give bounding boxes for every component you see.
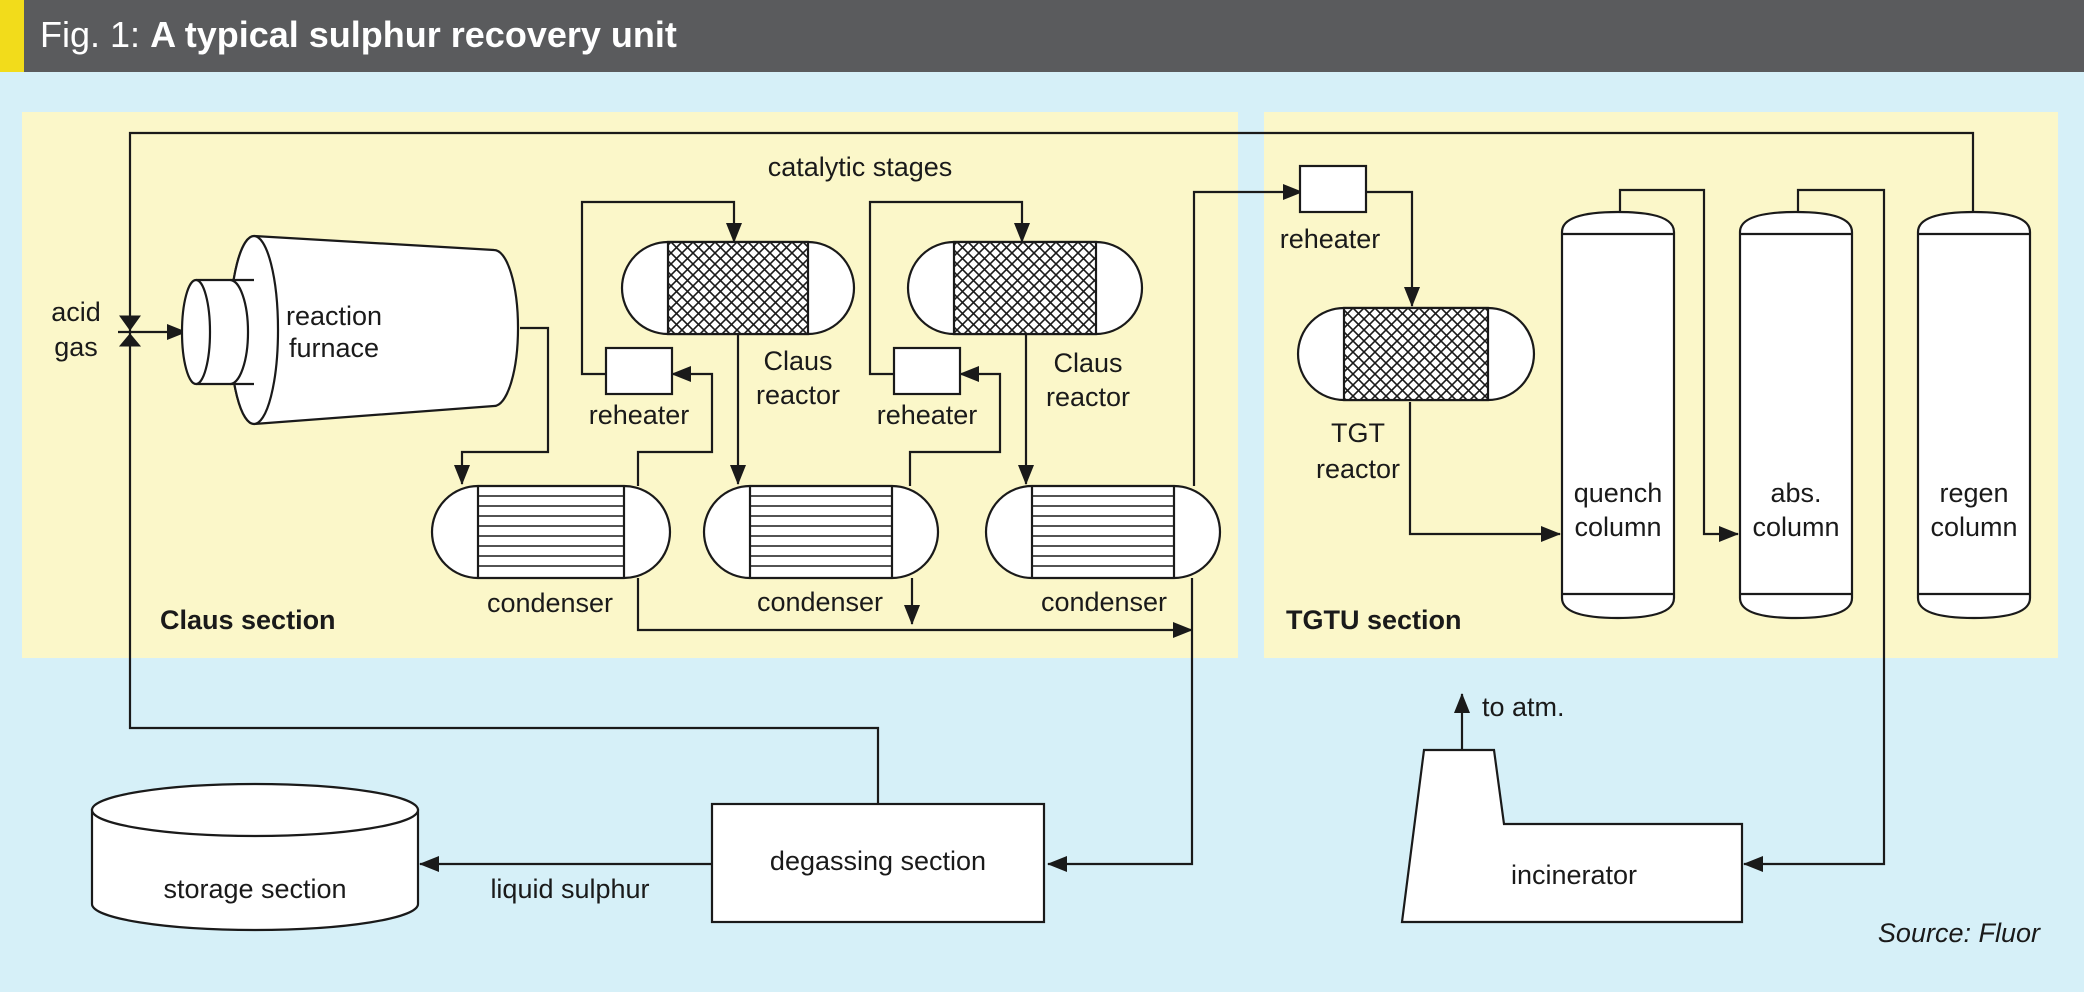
condenser-3-label: condenser xyxy=(1041,587,1167,617)
figure-title-main: A typical sulphur recovery unit xyxy=(150,14,677,55)
tgt-reactor xyxy=(1296,306,1536,402)
furnace-to-condenser-line xyxy=(454,326,550,485)
header-accent-bar xyxy=(0,0,24,72)
liquid-sulphur-label: liquid sulphur xyxy=(490,874,649,904)
mixing-valve-icon xyxy=(118,315,142,347)
tgt-reheater-to-reactor-line xyxy=(1366,190,1420,307)
storage-tank xyxy=(90,782,420,932)
abs-column xyxy=(1738,210,1854,620)
reheater-2 xyxy=(892,346,962,396)
figure-title: Fig. 1: A typical sulphur recovery unit xyxy=(40,14,677,56)
abs-column-label: abs.column xyxy=(1752,478,1839,542)
collection-to-degassing-line xyxy=(1047,578,1194,872)
degassing-section-box xyxy=(710,802,1046,924)
reheater2-to-reactor2-line xyxy=(868,200,1030,376)
reheater-3 xyxy=(1298,164,1368,214)
quench-column xyxy=(1560,210,1676,620)
reheater-3-label: reheater xyxy=(1280,224,1381,254)
sulphur-collection-line xyxy=(636,578,1193,638)
catalytic-stages-label: catalytic stages xyxy=(768,152,953,182)
storage-section-label: storage section xyxy=(163,874,346,904)
tgt-reactor-to-quench-line xyxy=(1408,402,1561,542)
claus-section-label: Claus section xyxy=(160,605,336,635)
abs-to-incinerator-line xyxy=(1743,188,1886,872)
condenser1-to-reheater1-line xyxy=(636,366,714,486)
regen-column xyxy=(1916,210,2032,620)
reheater-1 xyxy=(604,346,674,396)
figure-header: Fig. 1: A typical sulphur recovery unit xyxy=(0,0,2084,72)
figure-title-prefix: Fig. 1: xyxy=(40,14,141,55)
condenser3-to-tgt-reheater-line xyxy=(1192,184,1303,486)
reheater-1-label: reheater xyxy=(589,400,690,430)
reheater1-to-reactor1-line xyxy=(580,200,742,376)
reheater-2-label: reheater xyxy=(877,400,978,430)
to-atm-label: to atm. xyxy=(1482,692,1565,722)
condenser-2-label: condenser xyxy=(757,587,883,617)
condenser-1 xyxy=(430,484,672,580)
reaction-furnace xyxy=(180,234,520,426)
condenser-1-label: condenser xyxy=(487,588,613,618)
claus-reactor-1 xyxy=(620,240,856,336)
degassing-section-label: degassing section xyxy=(770,846,986,876)
claus-reactor-2 xyxy=(906,240,1144,336)
quench-to-abs-line xyxy=(1618,188,1739,542)
incinerator-shape xyxy=(1400,748,1744,924)
source-label: Source: Fluor xyxy=(1878,918,2041,948)
condenser2-to-reheater2-line xyxy=(908,366,1002,486)
recycle-line xyxy=(128,131,1975,804)
incinerator-label: incinerator xyxy=(1511,860,1637,890)
condenser-2 xyxy=(702,484,940,580)
tgtu-section-label: TGTU section xyxy=(1286,605,1462,635)
condenser-3 xyxy=(984,484,1222,580)
